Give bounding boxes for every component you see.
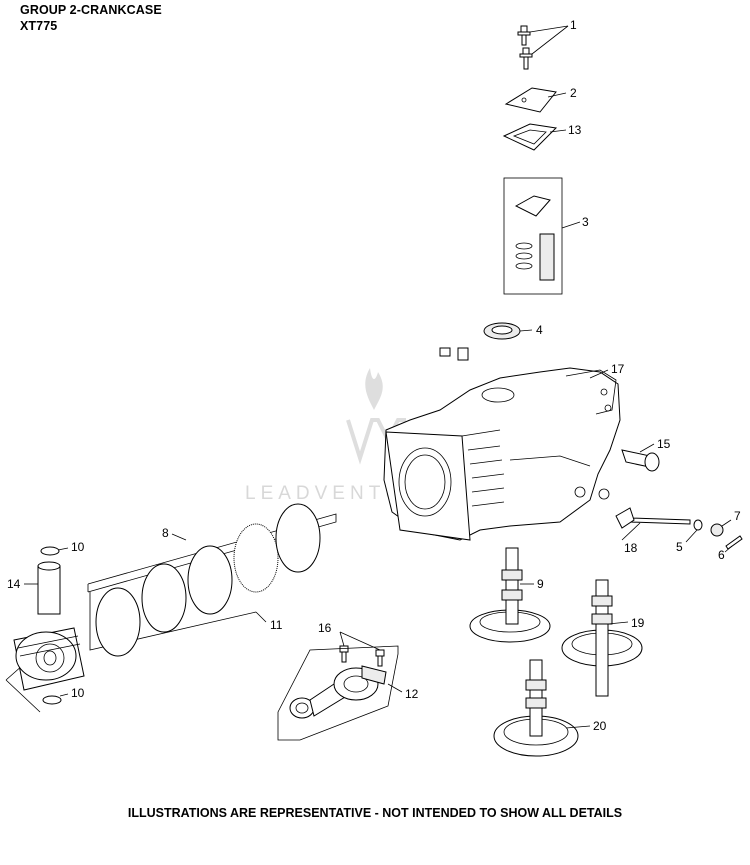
camshaft-gear-assembly <box>561 579 643 697</box>
callout-20: 20 <box>593 719 607 733</box>
callout-17: 17 <box>611 362 625 376</box>
model-name: XT775 <box>20 19 58 33</box>
callout-12: 12 <box>405 687 419 701</box>
callout-9: 9 <box>537 577 544 591</box>
callout-18: 18 <box>624 541 638 555</box>
breather-tube <box>621 449 660 472</box>
callout-8: 8 <box>162 526 169 540</box>
piston <box>13 627 85 691</box>
crankcase <box>383 347 621 541</box>
piston-rings <box>95 503 321 657</box>
governor-shaft <box>615 507 691 529</box>
camshaft <box>469 547 551 643</box>
callout-10-bottom: 10 <box>71 686 85 700</box>
connecting-rod <box>289 665 387 719</box>
callout-1: 1 <box>570 18 577 32</box>
disclaimer-footer: ILLUSTRATIONS ARE REPRESENTATIVE - NOT I… <box>127 806 623 820</box>
cover-plate <box>504 87 557 113</box>
rod-bracket <box>277 645 399 741</box>
flange-bolts <box>517 25 533 70</box>
group-title: GROUP 2-CRANKCASE <box>20 3 162 17</box>
piston-pin-clip-top <box>40 546 60 556</box>
piston-pin-clip-bottom <box>42 695 62 705</box>
callout-3: 3 <box>582 215 589 229</box>
callout-11: 11 <box>270 618 283 632</box>
callout-19: 19 <box>631 616 645 630</box>
cover-gasket <box>502 123 558 151</box>
hitch-pin <box>725 535 743 550</box>
callout-7: 7 <box>734 509 741 523</box>
governor-seal <box>710 523 724 537</box>
callout-4: 4 <box>536 323 543 337</box>
callout-2: 2 <box>570 86 577 100</box>
callout-14: 14 <box>7 577 21 591</box>
oil-seal <box>483 322 521 340</box>
callout-16: 16 <box>318 621 332 635</box>
gasket-kit-box <box>503 177 563 295</box>
washer <box>693 519 703 531</box>
camshaft-lower <box>493 659 579 757</box>
callout-15: 15 <box>657 437 671 451</box>
piston-pin <box>37 561 61 615</box>
ring-bracket-bottom <box>89 592 257 651</box>
callout-5: 5 <box>676 540 683 554</box>
callout-13: 13 <box>568 123 582 137</box>
callout-6: 6 <box>718 548 725 562</box>
callout-10-top: 10 <box>71 540 85 554</box>
